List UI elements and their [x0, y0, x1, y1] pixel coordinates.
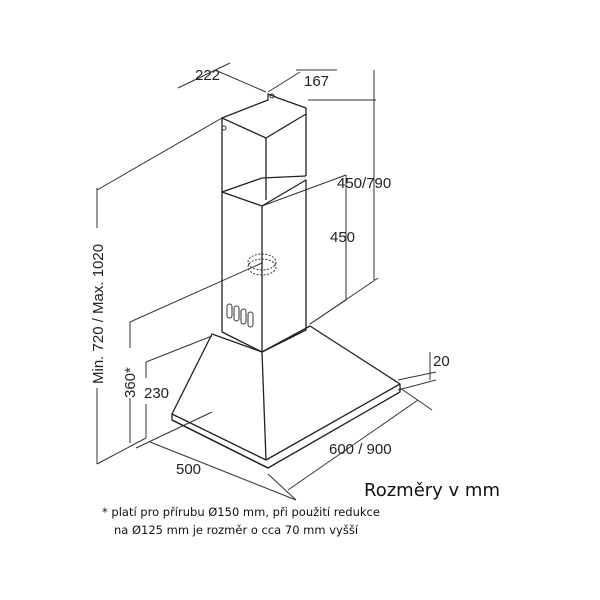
vent-slots: [226, 303, 254, 328]
footnote-line-2: na Ø125 mm je rozměr o cca 70 mm vyšší: [114, 523, 359, 537]
label-canopy-height: 230: [144, 385, 169, 402]
hood-outline: [171, 93, 401, 469]
footnote-line-1: * platí pro přírubu Ø150 mm, při použití…: [102, 505, 380, 519]
label-total-height: Min. 720 / Max. 1020: [90, 244, 107, 384]
label-upper-chimney: 450/790: [337, 175, 391, 192]
label-height-flange: 360*: [122, 367, 139, 398]
dimension-lines: [96, 62, 437, 501]
diagram-title: Rozměry v mm: [364, 480, 500, 501]
label-width: 600 / 900: [329, 441, 392, 458]
label-depth: 500: [176, 461, 201, 478]
label-chimney-depth: 167: [304, 73, 329, 90]
dimension-labels: 222 167 450/790 450 Min. 720 / Max. 1020…: [90, 67, 450, 478]
label-lower-chimney: 450: [330, 229, 355, 246]
label-edge-thickness: 20: [433, 353, 450, 370]
label-chimney-width: 222: [195, 67, 220, 84]
